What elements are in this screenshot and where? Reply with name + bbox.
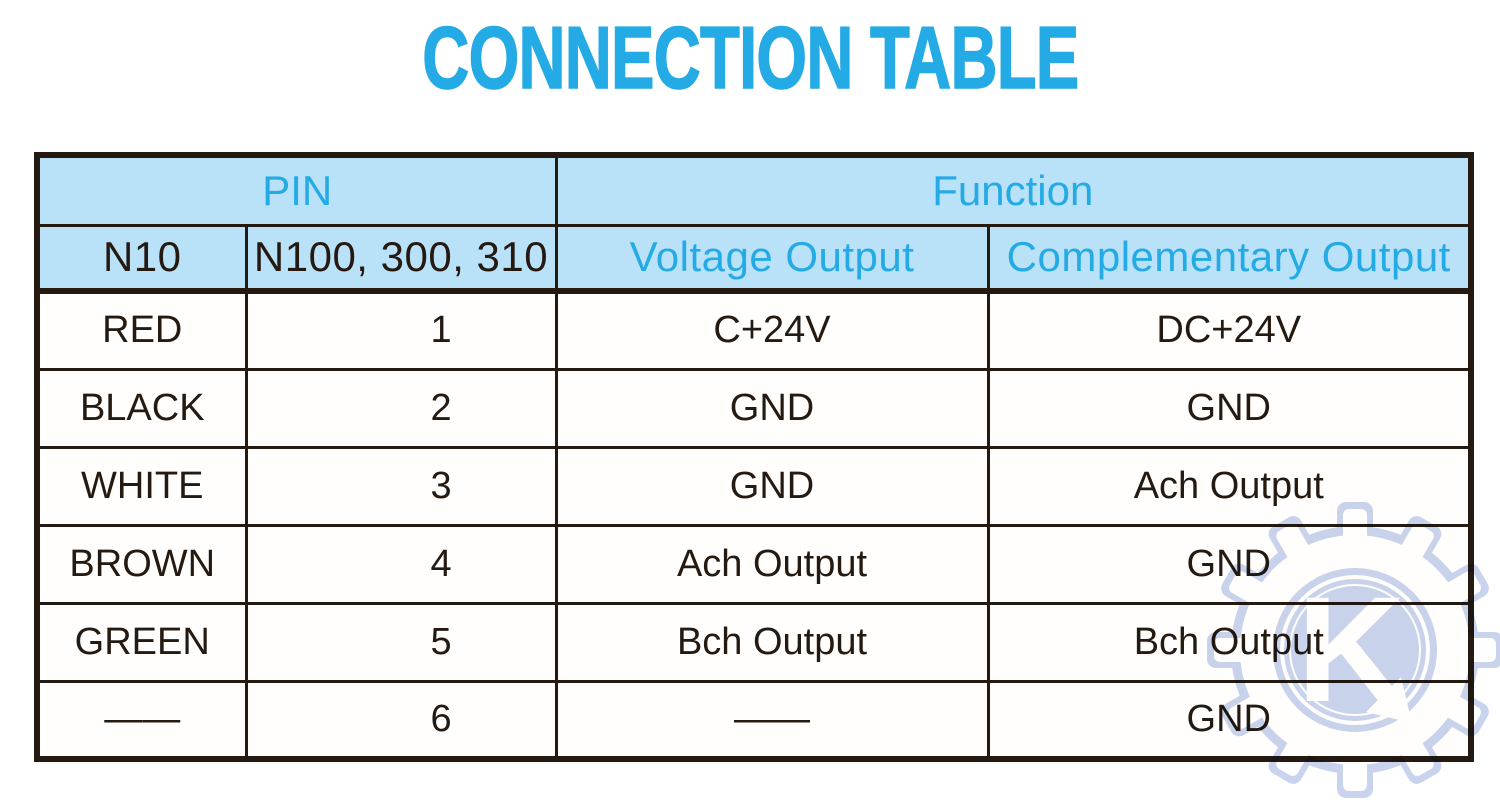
cell-wire-color: WHITE — [35, 445, 248, 527]
cell-voltage-output: GND — [554, 445, 990, 527]
table-row: BROWN 4 Ach Output GND — [35, 523, 1473, 605]
cell-voltage-output: Ach Output — [554, 523, 990, 605]
table-row: WHITE 3 GND Ach Output — [35, 445, 1473, 527]
table-row: BLACK 2 GND GND — [35, 367, 1473, 449]
cell-wire-color: —— — [35, 679, 248, 761]
group-header-row: PIN Function — [35, 153, 1473, 227]
cell-wire-color: BROWN — [35, 523, 248, 605]
cell-pin-number: 5 — [244, 601, 558, 683]
cell-voltage-output: —— — [554, 679, 990, 761]
column-header-complementary-output: Complementary Output — [986, 223, 1473, 294]
sub-header-row: N10 N100, 300, 310 Voltage Output Comple… — [35, 223, 1473, 294]
cell-pin-number: 1 — [244, 289, 558, 371]
table-row: —— 6 —— GND — [35, 679, 1473, 761]
cell-wire-color: GREEN — [35, 601, 248, 683]
column-header-n10: N10 — [35, 223, 248, 294]
cell-pin-number: 3 — [244, 445, 558, 527]
cell-complementary-output: GND — [986, 679, 1473, 761]
cell-wire-color: BLACK — [35, 367, 248, 449]
cell-voltage-output: GND — [554, 367, 990, 449]
title-wrap: CONNECTION TABLE — [0, 8, 1500, 107]
cell-complementary-output: Bch Output — [986, 601, 1473, 683]
cell-pin-number: 6 — [244, 679, 558, 761]
cell-complementary-output: GND — [986, 367, 1473, 449]
table-row: GREEN 5 Bch Output Bch Output — [35, 601, 1473, 683]
connection-table: PIN Function N10 N100, 300, 310 Voltage … — [34, 152, 1475, 762]
column-group-function: Function — [554, 153, 1473, 227]
cell-pin-number: 2 — [244, 367, 558, 449]
cell-pin-number: 4 — [244, 523, 558, 605]
column-header-voltage-output: Voltage Output — [554, 223, 990, 294]
cell-wire-color: RED — [35, 289, 248, 371]
table-row: RED 1 C+24V DC+24V — [35, 289, 1473, 371]
cell-complementary-output: DC+24V — [986, 289, 1473, 371]
cell-complementary-output: Ach Output — [986, 445, 1473, 527]
cell-complementary-output: GND — [986, 523, 1473, 605]
cell-voltage-output: Bch Output — [554, 601, 990, 683]
column-header-n100-300-310: N100, 300, 310 — [244, 223, 558, 294]
column-group-pin: PIN — [35, 153, 558, 227]
page-title: CONNECTION TABLE — [421, 8, 1079, 107]
cell-voltage-output: C+24V — [554, 289, 990, 371]
